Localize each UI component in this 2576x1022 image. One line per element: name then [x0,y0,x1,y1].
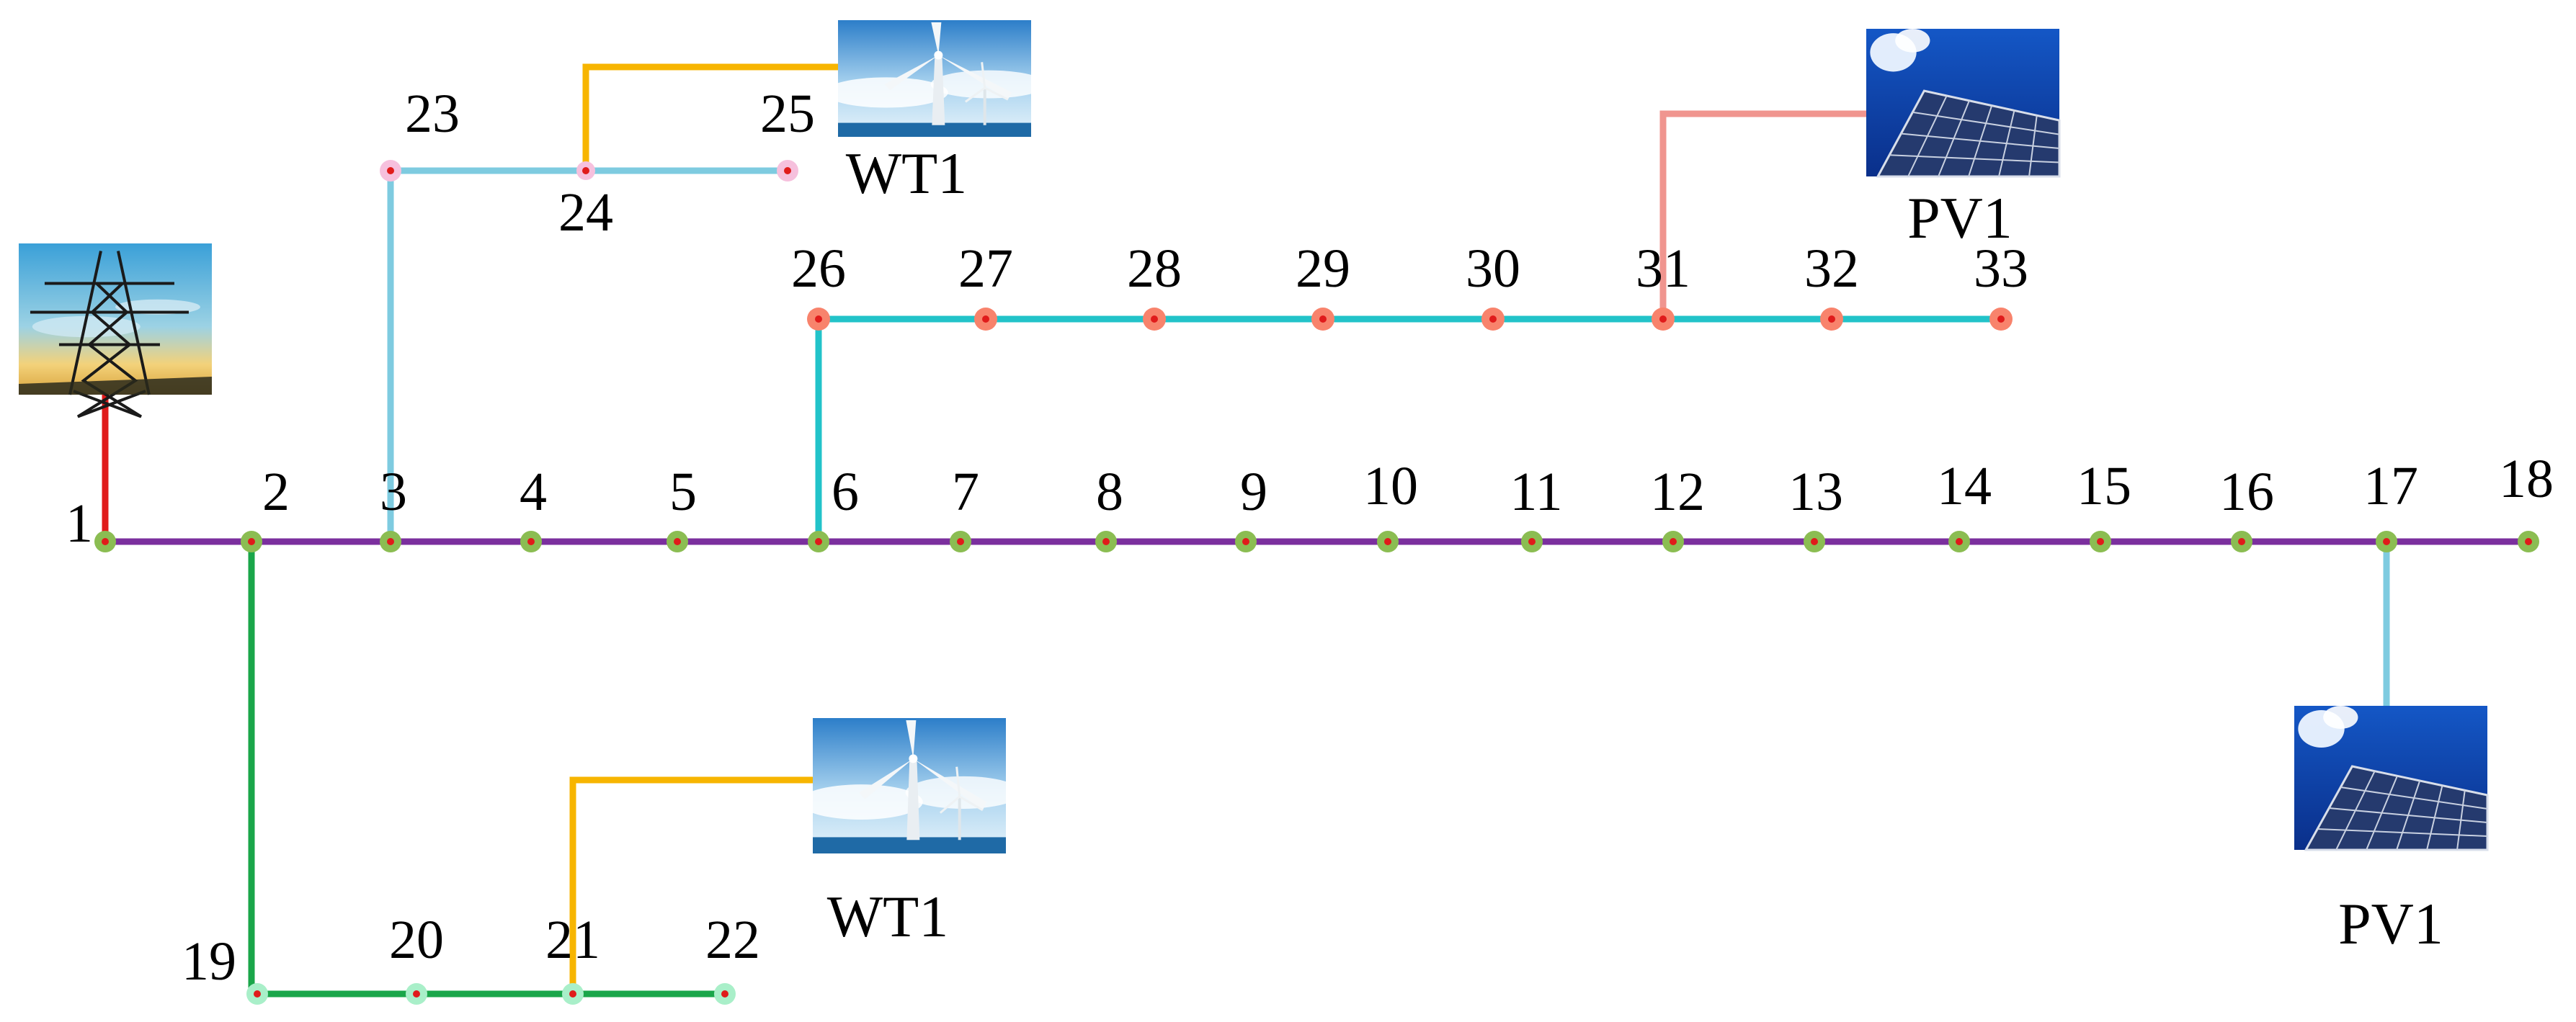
wt1-bottom-tie-line [569,776,813,994]
bus-node-18 [2518,531,2539,552]
bus-node-29 [1311,308,1334,331]
pv-right-label: PV1 [2338,891,2443,956]
wt1-top-tie-line [582,63,838,171]
node-label-8: 8 [1096,462,1123,522]
solar-panel-icon-top [1866,29,2061,178]
bus-node-33 [1989,308,2013,331]
node-label-13: 13 [1788,462,1843,522]
node-label-24: 24 [558,182,613,243]
bus-node-10 [1377,531,1399,552]
node-label-9: 9 [1240,462,1267,522]
node-label-18: 18 [2499,449,2554,509]
node-label-31: 31 [1636,238,1690,299]
bus-node-19 [246,983,268,1005]
bus-node-28 [1143,308,1166,331]
pv1-top-tie-line [1659,110,1866,319]
node-label-33: 33 [1974,238,2028,299]
node-label-22: 22 [705,910,760,970]
node-label-25: 25 [760,84,815,144]
node-label-21: 21 [545,910,600,970]
bus-node-12 [1662,531,1684,552]
bus-node-27 [974,308,997,331]
wind-turbine-icon-top [824,20,1047,137]
node-label-5: 5 [669,462,697,522]
bus-node-23 [380,160,401,181]
wind-turbine-icon-bottom [799,718,1022,853]
bus-node-14 [1948,531,1970,552]
node-label-30: 30 [1466,238,1520,299]
bus-node-2 [241,531,262,552]
transmission-tower-icon [19,243,212,418]
node-label-32: 32 [1804,238,1859,299]
bus-node-22 [714,983,736,1005]
bus-node-6 [808,531,829,552]
node-label-16: 16 [2219,462,2274,522]
node-label-14: 14 [1937,456,1992,516]
node-label-11: 11 [1510,462,1562,522]
node-label-6: 6 [832,462,859,522]
node-label-2: 2 [262,462,290,522]
node-label-23: 23 [405,84,460,144]
node-label-27: 27 [958,238,1013,299]
solar-panel-icon-right [2294,706,2489,851]
lateral-19-22-line [248,542,725,998]
node-label-26: 26 [791,238,846,299]
bus-node-26 [807,308,830,331]
bus-node-24 [576,161,595,180]
bus-node-32 [1820,308,1843,331]
node-label-28: 28 [1127,238,1182,299]
bus-node-8 [1095,531,1117,552]
node-label-19: 19 [182,931,236,992]
node-label-7: 7 [952,462,979,522]
source-icons [19,20,2489,853]
bus-node-13 [1804,531,1825,552]
bus-node-17 [2376,531,2397,552]
node-label-3: 3 [380,462,407,522]
node-label-15: 15 [2077,456,2131,516]
bus-node-30 [1481,308,1505,331]
feeder-lines [102,63,2528,998]
bus-node-15 [2090,531,2111,552]
bus-node-7 [950,531,971,552]
bus-node-5 [667,531,688,552]
node-label-20: 20 [389,910,444,970]
bus-node-20 [406,983,427,1005]
bus-node-1 [94,531,116,552]
bus-node-21 [562,983,584,1005]
bus-node-31 [1652,308,1675,331]
bus-node-3 [380,531,401,552]
node-label-17: 17 [2363,456,2418,516]
wt-bottom-label: WT1 [827,884,948,949]
bus-nodes [94,160,2539,1005]
node-label-4: 4 [520,462,547,522]
wt-top-label: WT1 [846,140,967,206]
node-label-29: 29 [1296,238,1350,299]
bus-node-16 [2231,531,2252,552]
node-label-10: 10 [1363,456,1418,516]
bus-node-25 [777,160,798,181]
node-label-1: 1 [66,493,93,554]
bus-node-4 [520,531,542,552]
bus-node-11 [1521,531,1543,552]
pv-top-label: PV1 [1907,185,2013,251]
node-label-12: 12 [1650,462,1705,522]
bus-node-9 [1235,531,1257,552]
